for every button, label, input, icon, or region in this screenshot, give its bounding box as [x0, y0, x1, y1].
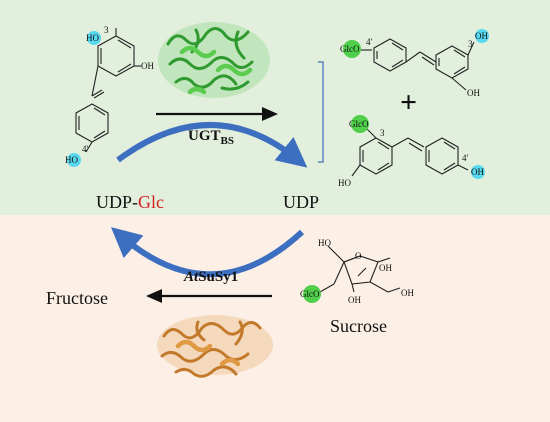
resveratrol-3-glucoside-structure: [351, 127, 469, 177]
susy-reaction-arrowhead: [146, 289, 162, 303]
hydroxyl-label: OH: [141, 61, 154, 71]
resveratrol-structure: [75, 28, 141, 153]
position-3-label: 3: [380, 128, 385, 138]
hydroxyl-label: HO: [65, 155, 78, 165]
hydroxyl-label: HO: [86, 33, 99, 43]
susy-enzyme-label: AtSuSy1: [183, 269, 238, 285]
ugt-enzyme-label: UGTBS: [188, 128, 234, 147]
hydroxyl-marker: [471, 165, 485, 179]
fructose-label: Fructose: [46, 288, 108, 308]
ugt-cycle-arc: [116, 122, 308, 168]
hydroxyl-marker: [87, 31, 101, 45]
susy-cycle-arc: [110, 227, 305, 278]
hydroxyl-label: OH: [348, 295, 361, 305]
ugt-protein-structure: [158, 22, 270, 98]
position-4p-label: 4': [82, 144, 89, 154]
ugt-reaction-arrowhead: [262, 107, 278, 121]
position-3-label: 3: [104, 25, 109, 35]
hydroxyl-marker: [67, 153, 81, 167]
glucose-marker: [303, 285, 321, 303]
hydroxyl-label: OH: [401, 288, 414, 298]
sucrose-label: Sucrose: [330, 316, 387, 336]
hydroxyl-label: OH: [475, 31, 488, 41]
hydroxyl-label: HO: [318, 238, 331, 248]
products-bracket: [318, 61, 324, 163]
position-3-label: 3: [468, 39, 473, 49]
susy-reaction-panel: [0, 215, 550, 422]
glucosyloxy-label: GlcO: [349, 119, 369, 129]
hydroxyl-label: OH: [471, 167, 484, 177]
glucose-marker: [343, 40, 361, 58]
hydroxyl-marker: [475, 29, 489, 43]
glucosyloxy-label: GlcO: [300, 289, 320, 299]
resveratrol-4p-glucoside-structure: [361, 38, 475, 91]
ring-oxygen-label: O: [355, 251, 362, 261]
plus-sign: +: [400, 86, 417, 119]
position-4p-label: 4': [366, 37, 373, 47]
hydroxyl-label: HO: [338, 178, 351, 188]
susy-protein-structure: [157, 315, 273, 378]
udp-glucose-label: UDP-Glc: [96, 192, 164, 212]
glucose-marker: [351, 115, 369, 133]
sucrose-structure: [319, 245, 401, 293]
glucosyloxy-label: GlcO: [340, 44, 360, 54]
ugt-reaction-panel: [0, 0, 550, 215]
udp-label: UDP: [283, 192, 319, 212]
hydroxyl-label: OH: [379, 263, 392, 273]
hydroxyl-label: OH: [467, 88, 480, 98]
position-4p-label: 4': [462, 153, 469, 163]
